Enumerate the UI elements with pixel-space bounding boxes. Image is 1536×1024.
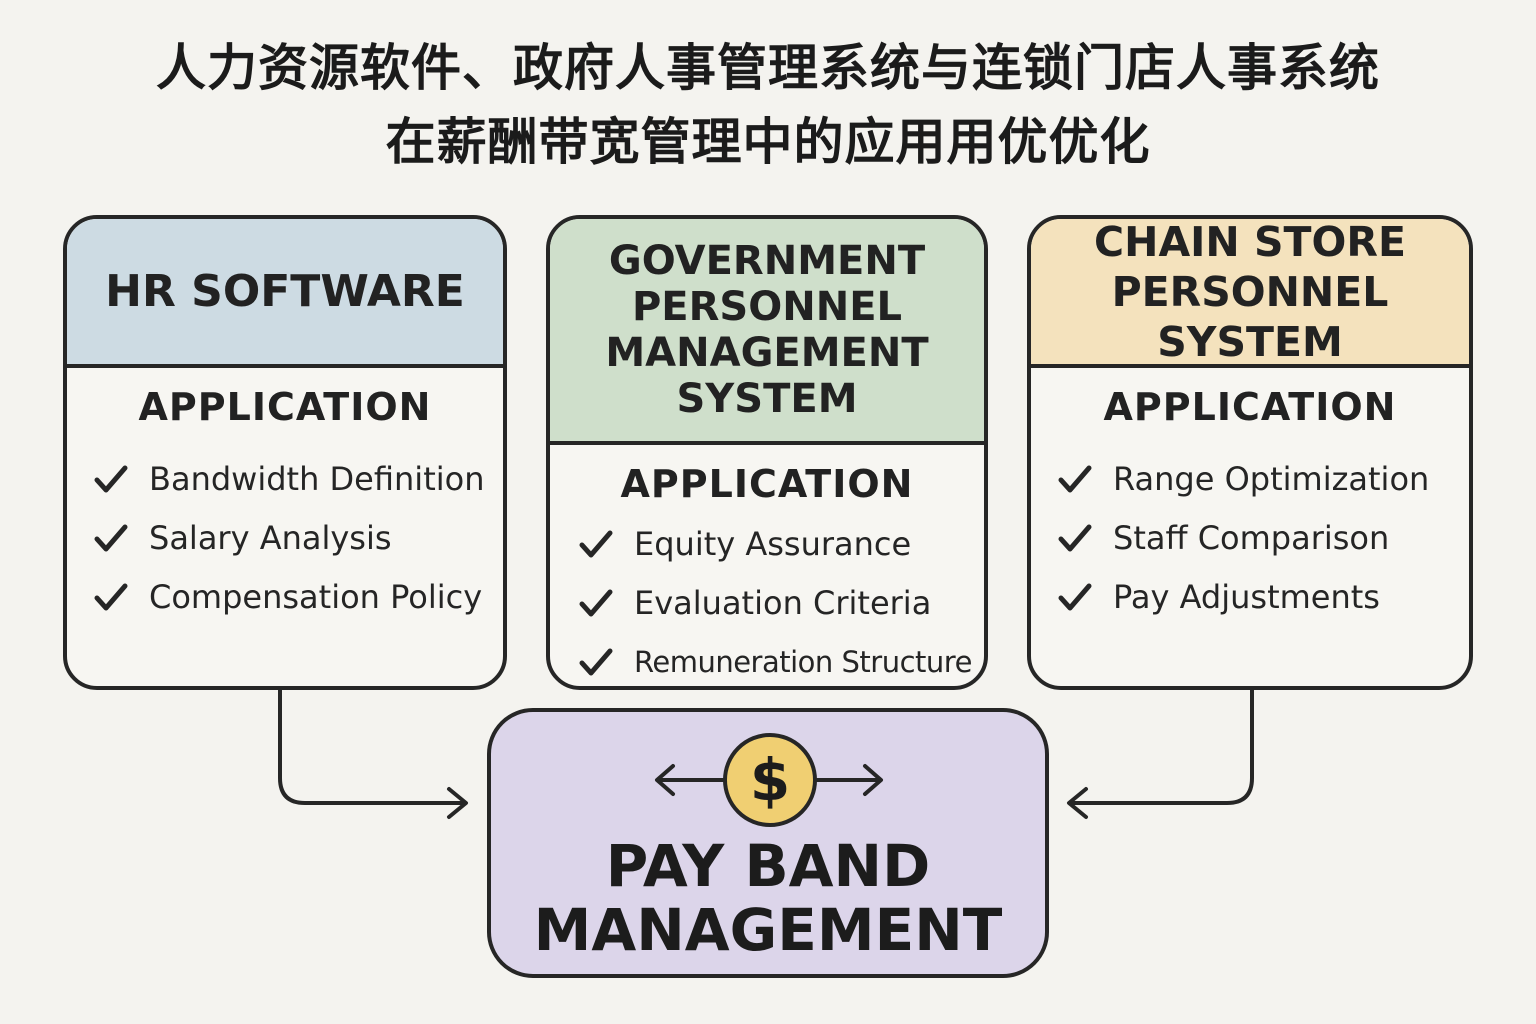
- checkmark-icon: [94, 465, 128, 492]
- list-item-label: Remuneration Structure: [634, 644, 972, 679]
- list-item-label: Compensation Policy: [149, 577, 483, 616]
- list-item: Remuneration Structure: [576, 632, 982, 686]
- card-chain-item-list: Range Optimization Staff Comparison Pay …: [1055, 449, 1463, 626]
- list-item-label: Evaluation Criteria: [634, 583, 932, 622]
- list-item-label: Staff Comparison: [1113, 518, 1390, 557]
- card-gov-title-line: GOVERNMENT: [608, 238, 926, 284]
- list-item-label: Equity Assurance: [634, 524, 912, 563]
- arrow-left-icon: [1067, 787, 1088, 819]
- list-item: Compensation Policy: [91, 567, 497, 626]
- list-item: Evaluation Criteria: [576, 573, 982, 632]
- dollar-coin-icon: $: [655, 733, 883, 827]
- card-hr-item-list: Bandwidth Definition Salary Analysis Com…: [91, 449, 497, 626]
- checkmark-icon: [579, 589, 613, 616]
- coin-circle: [723, 733, 817, 827]
- pay-band-title-line: MANAGEMENT: [533, 896, 1003, 964]
- card-chain-header: CHAIN STORE PERSONNEL SYSTEM: [1031, 219, 1469, 368]
- connector-chain-to-pay: [1071, 688, 1254, 805]
- card-government-personnel: GOVERNMENT PERSONNEL MANAGEMENT SYSTEM A…: [546, 215, 988, 690]
- page-title-line-1: 人力资源软件、政府人事管理系统与连锁门店人事系统: [156, 39, 1380, 97]
- card-chain-store-personnel: CHAIN STORE PERSONNEL SYSTEM APPLICATION…: [1027, 215, 1473, 690]
- checkmark-icon: [94, 524, 128, 551]
- list-item: Pay Adjustments: [1055, 567, 1463, 626]
- pay-band-title: PAY BAND MANAGEMENT: [491, 834, 1045, 962]
- page-title-line-2: 在薪酬带宽管理中的应用用优优化: [385, 113, 1151, 171]
- list-item: Equity Assurance: [576, 514, 982, 573]
- checkmark-icon: [1058, 583, 1092, 610]
- list-item: Range Optimization: [1055, 449, 1463, 508]
- checkmark-icon: [1058, 524, 1092, 551]
- checkmark-icon: [579, 648, 613, 675]
- arrow-left-icon: [655, 764, 675, 796]
- card-pay-band-management: $ PAY BAND MANAGEMENT: [487, 708, 1049, 978]
- dollar-sign: $: [750, 746, 790, 814]
- list-item: Staff Comparison: [1055, 508, 1463, 567]
- checkmark-icon: [94, 583, 128, 610]
- card-chain-section-label: APPLICATION: [1103, 385, 1397, 429]
- arrow-right-icon: [447, 787, 468, 819]
- card-gov-title-line: PERSONNEL: [631, 284, 903, 330]
- list-item-label: Bandwidth Definition: [149, 459, 485, 498]
- card-hr-header: HR SOFTWARE: [67, 219, 503, 368]
- card-gov-header: GOVERNMENT PERSONNEL MANAGEMENT SYSTEM: [550, 219, 984, 445]
- card-gov-title-line: SYSTEM: [676, 376, 858, 422]
- card-chain-title-line: PERSONNEL SYSTEM: [1111, 267, 1389, 366]
- card-gov-section-label: APPLICATION: [620, 462, 914, 506]
- card-gov-title-line: MANAGEMENT: [605, 330, 929, 376]
- card-hr-title: HR SOFTWARE: [105, 265, 465, 317]
- list-item-label: Pay Adjustments: [1113, 577, 1380, 616]
- list-item-label: Salary Analysis: [149, 518, 392, 557]
- list-item: Bandwidth Definition: [91, 449, 497, 508]
- checkmark-icon: [579, 530, 613, 557]
- card-hr-section-label: APPLICATION: [138, 385, 432, 429]
- card-hr-software: HR SOFTWARE APPLICATION Bandwidth Defini…: [63, 215, 507, 690]
- card-gov-item-list: Equity Assurance Evaluation Criteria Rem…: [576, 514, 982, 686]
- card-chain-title-line: CHAIN STORE: [1094, 217, 1406, 266]
- checkmark-icon: [1058, 465, 1092, 492]
- connector-hr-to-pay: [278, 688, 464, 805]
- arrow-right-icon: [863, 764, 883, 796]
- list-item: Salary Analysis: [91, 508, 497, 567]
- list-item-label: Range Optimization: [1113, 459, 1430, 498]
- pay-band-title-line: PAY BAND: [605, 832, 931, 900]
